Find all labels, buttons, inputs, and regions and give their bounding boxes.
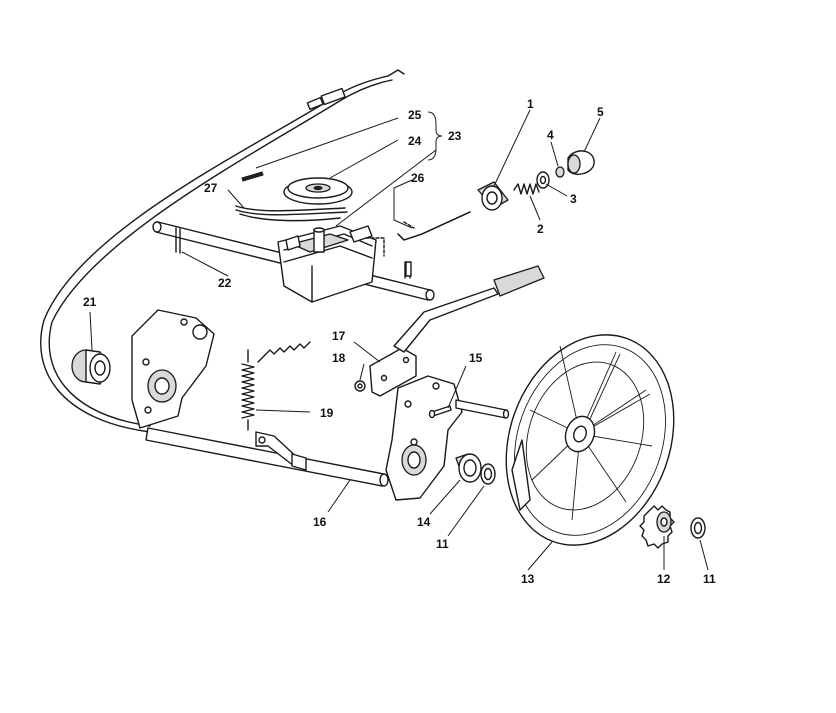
part-25-pin — [241, 171, 264, 182]
callout-2: 2 — [537, 222, 544, 236]
callout-27: 27 — [204, 181, 218, 195]
callout-5: 5 — [597, 105, 604, 119]
part-17-lever — [369, 265, 545, 397]
wheel-axle — [455, 399, 510, 419]
part-2-spring — [513, 183, 540, 195]
part-27-belt — [235, 205, 348, 222]
callout-16: 16 — [313, 515, 327, 529]
left-bracket — [131, 309, 215, 429]
part-24-pulley — [283, 177, 353, 205]
part-3-washer — [536, 171, 550, 189]
callout-23: 23 — [448, 129, 462, 143]
part-18-nut — [354, 380, 366, 392]
part-19-spring — [241, 349, 255, 431]
callout-24: 24 — [408, 134, 422, 148]
callout-17: 17 — [332, 329, 346, 343]
cable-spring — [257, 341, 311, 363]
part-11-ring-a — [480, 463, 496, 485]
shaft-pin — [405, 261, 412, 277]
part-12-pinion — [639, 505, 675, 549]
part-13-wheel — [505, 334, 675, 546]
leader-lines — [89, 109, 709, 571]
callout-26: 26 — [411, 171, 425, 185]
callout-4: 4 — [547, 128, 554, 142]
right-bracket — [385, 375, 463, 501]
part-26-rod — [397, 211, 471, 241]
callout-3: 3 — [570, 192, 577, 206]
callout-15: 15 — [469, 351, 483, 365]
callout-22: 22 — [218, 276, 232, 290]
part-16-shaft — [145, 427, 389, 487]
part-14-bearing — [455, 453, 482, 483]
callout-11b: 11 — [703, 572, 716, 586]
part-1-bushing — [477, 181, 509, 211]
part-5-cap — [567, 150, 595, 175]
callout-19: 19 — [320, 406, 334, 420]
callout-21: 21 — [83, 295, 97, 309]
part-21-gear-hub — [71, 349, 111, 385]
callout-12: 12 — [657, 572, 671, 586]
drive-cable — [40, 69, 405, 433]
callout-labels: 1 2 3 4 5 11 11 12 13 14 15 16 17 18 19 … — [83, 97, 716, 586]
callout-25: 25 — [408, 108, 422, 122]
group-23-bracket — [427, 111, 443, 161]
part-15-bolt — [428, 405, 452, 419]
callout-11a: 11 — [436, 537, 449, 551]
part-11-ring-b — [690, 517, 706, 539]
callout-1: 1 — [527, 97, 534, 111]
part-4-ring — [555, 166, 565, 178]
callout-14: 14 — [417, 515, 431, 529]
callout-18: 18 — [332, 351, 346, 365]
callout-13: 13 — [521, 572, 535, 586]
part-23-gearbox — [277, 225, 385, 303]
